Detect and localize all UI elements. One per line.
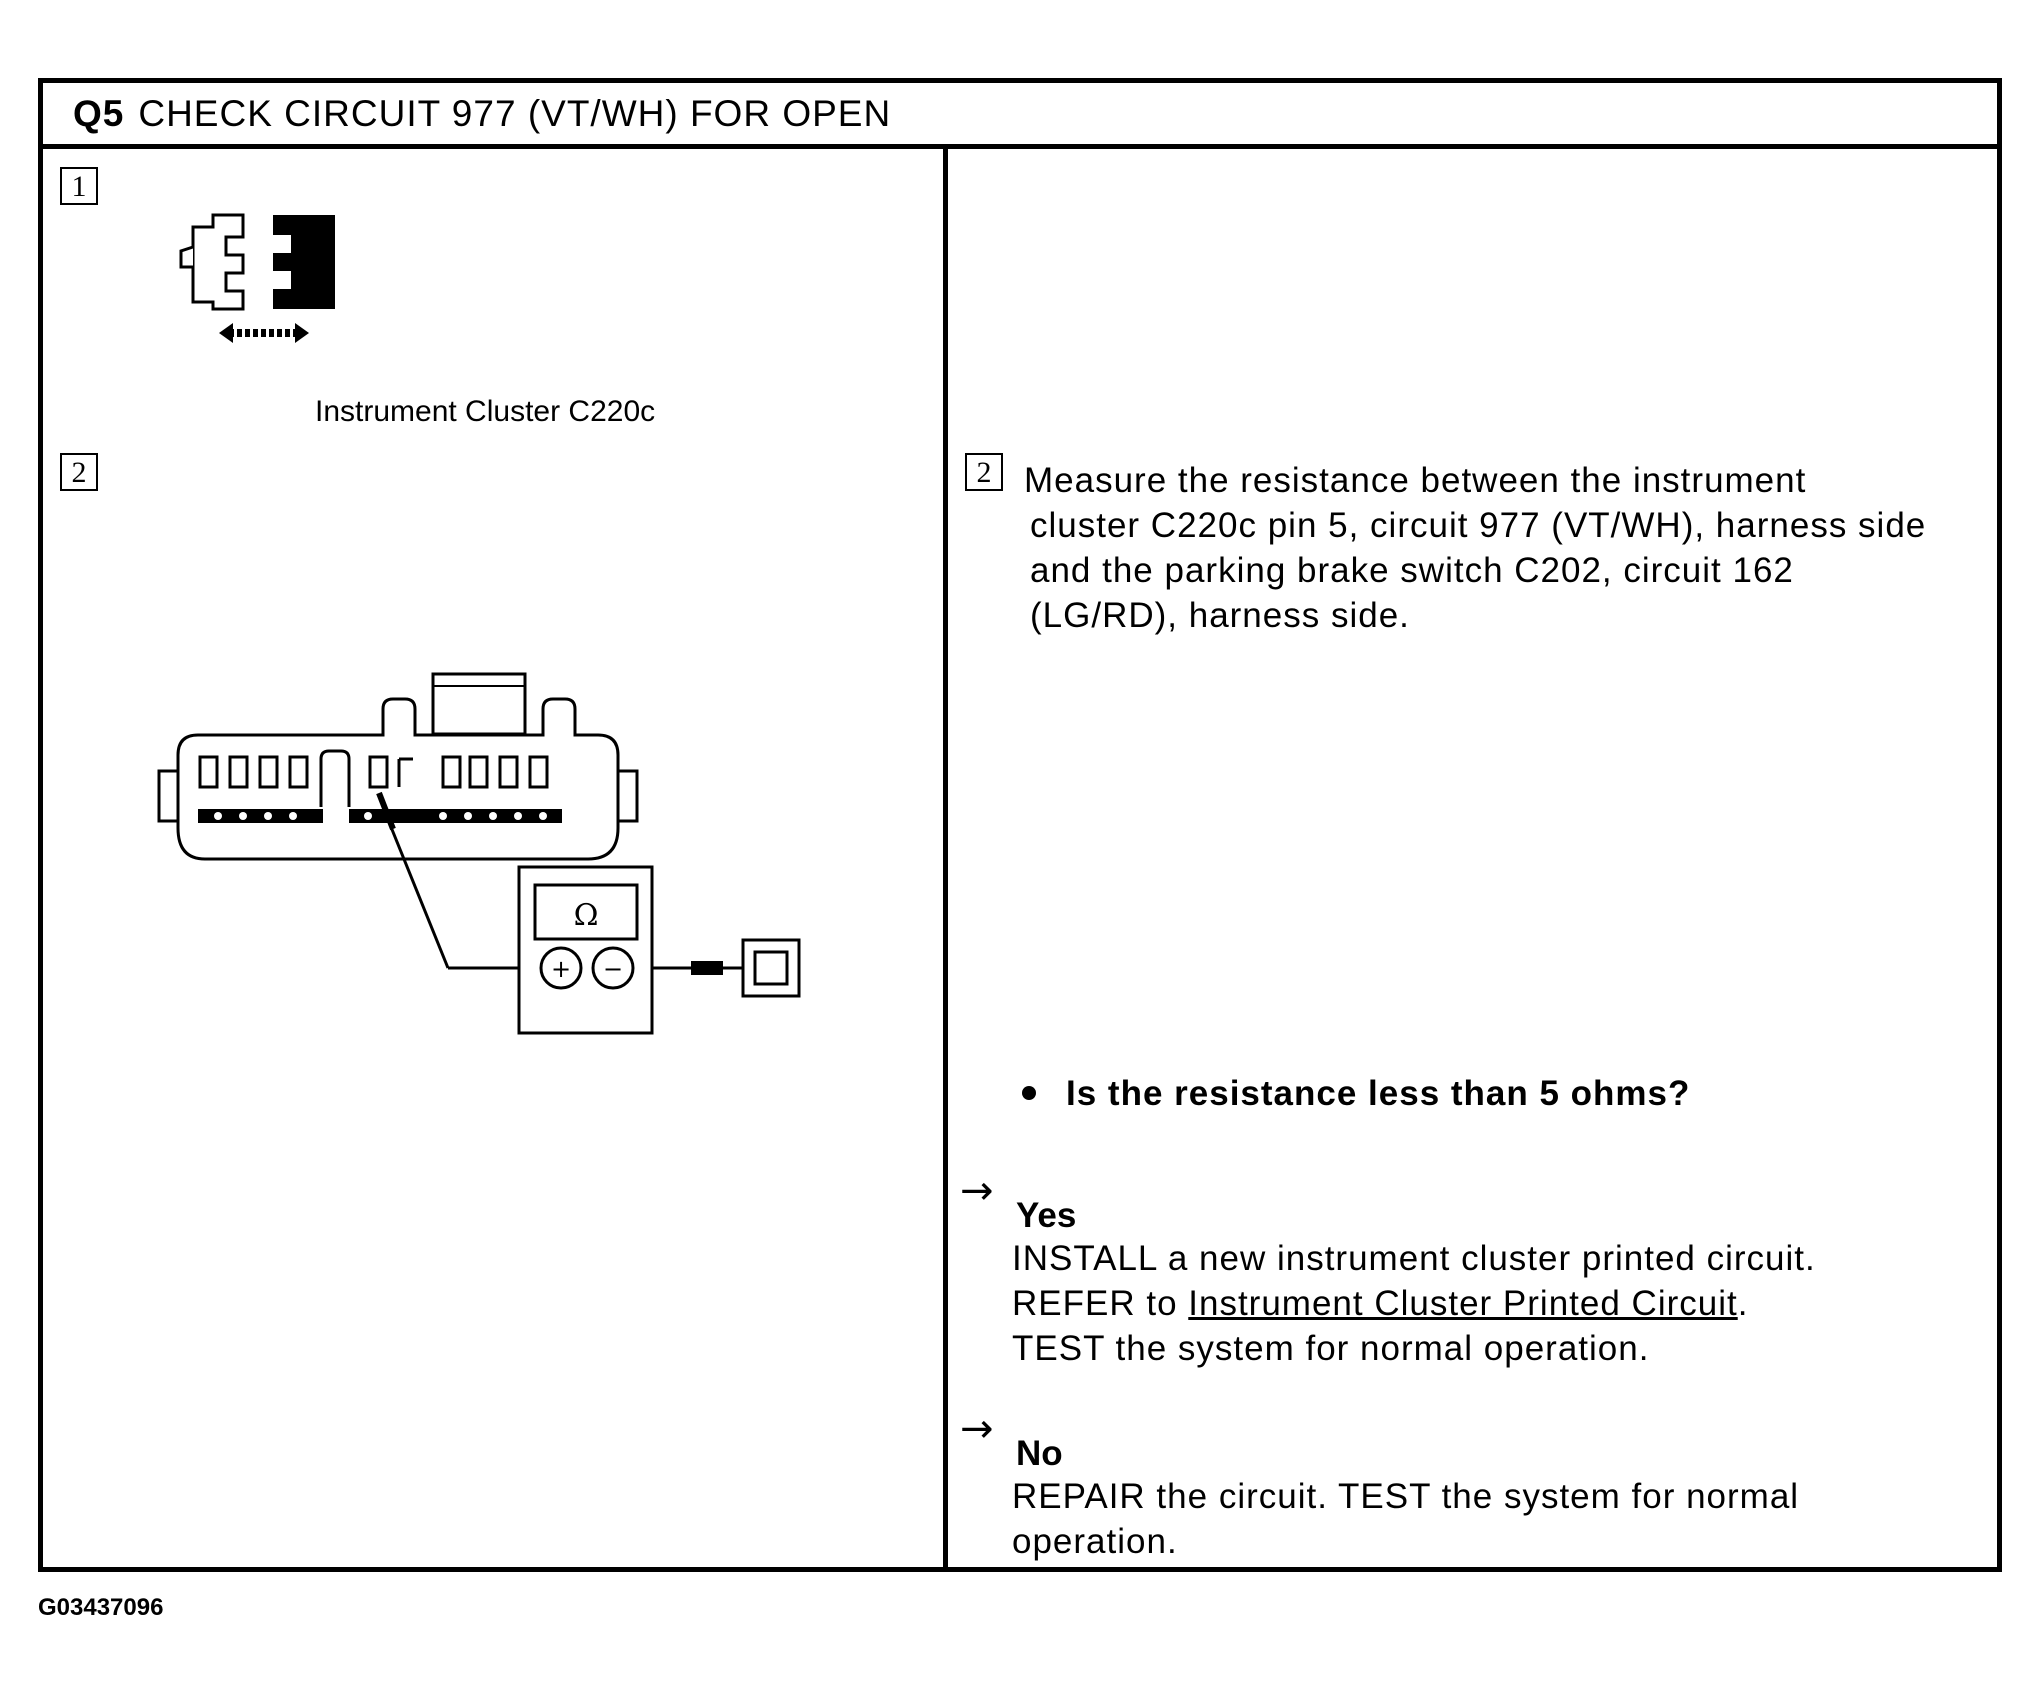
connector-caption: Instrument Cluster C220c bbox=[315, 395, 656, 428]
figure-id: G03437096 bbox=[38, 1594, 164, 1621]
step-title-text: CHECK CIRCUIT 977 (VT/WH) FOR OPEN bbox=[138, 93, 892, 134]
bullet-icon bbox=[1022, 1085, 1036, 1100]
yes-line-refer: REFER to Instrument Cluster Printed Circ… bbox=[1012, 1281, 1992, 1326]
no-label: No bbox=[1016, 1434, 1063, 1473]
instruction-line: cluster C220c pin 5, circuit 977 (VT/WH)… bbox=[1030, 506, 1927, 545]
panel-divider bbox=[943, 149, 948, 1567]
instruction-line: Measure the resistance between the instr… bbox=[1024, 461, 1807, 500]
plus-terminal: + bbox=[551, 955, 571, 983]
instruction-line: and the parking brake switch C202, circu… bbox=[1030, 551, 1794, 590]
step2-box-right: 2 bbox=[965, 453, 1003, 491]
no-body: REPAIR the circuit. TEST the system for … bbox=[1012, 1474, 1992, 1564]
resistance-test-diagram: Ω + − bbox=[157, 672, 801, 1035]
yes-label: Yes bbox=[1016, 1196, 1077, 1235]
step-id: Q5 bbox=[73, 93, 125, 134]
procedure-frame: Q5 CHECK CIRCUIT 977 (VT/WH) FOR OPEN 1 I… bbox=[38, 78, 2002, 1572]
ohm-symbol: Ω bbox=[574, 898, 599, 933]
refer-suffix: . bbox=[1737, 1284, 1749, 1323]
step1-box: 1 bbox=[60, 167, 98, 205]
step-title: Q5 CHECK CIRCUIT 977 (VT/WH) FOR OPEN bbox=[73, 93, 891, 135]
yes-line: TEST the system for normal operation. bbox=[1012, 1329, 1650, 1368]
yes-line: INSTALL a new instrument cluster printed… bbox=[1012, 1239, 1816, 1278]
no-line: operation. bbox=[1012, 1522, 1178, 1561]
minus-terminal: − bbox=[603, 955, 623, 983]
step-header: Q5 CHECK CIRCUIT 977 (VT/WH) FOR OPEN bbox=[43, 83, 1997, 149]
step2-box-left: 2 bbox=[60, 453, 98, 491]
instruction-line: (LG/RD), harness side. bbox=[1030, 596, 1410, 635]
instruction-text: Measure the resistance between the instr… bbox=[1024, 458, 1990, 638]
printed-circuit-link[interactable]: Instrument Cluster Printed Circuit bbox=[1188, 1284, 1738, 1323]
yes-body: INSTALL a new instrument cluster printed… bbox=[1012, 1236, 1992, 1371]
question-text: Is the resistance less than 5 ohms? bbox=[1066, 1074, 1691, 1113]
yes-arrow-icon: → bbox=[960, 1168, 994, 1214]
refer-prefix: REFER to bbox=[1012, 1284, 1189, 1323]
question: Is the resistance less than 5 ohms? bbox=[1022, 1074, 1690, 1114]
no-arrow-icon: → bbox=[960, 1406, 994, 1452]
no-line: REPAIR the circuit. TEST the system for … bbox=[1012, 1477, 1800, 1516]
disconnect-connector-icon bbox=[179, 213, 335, 343]
